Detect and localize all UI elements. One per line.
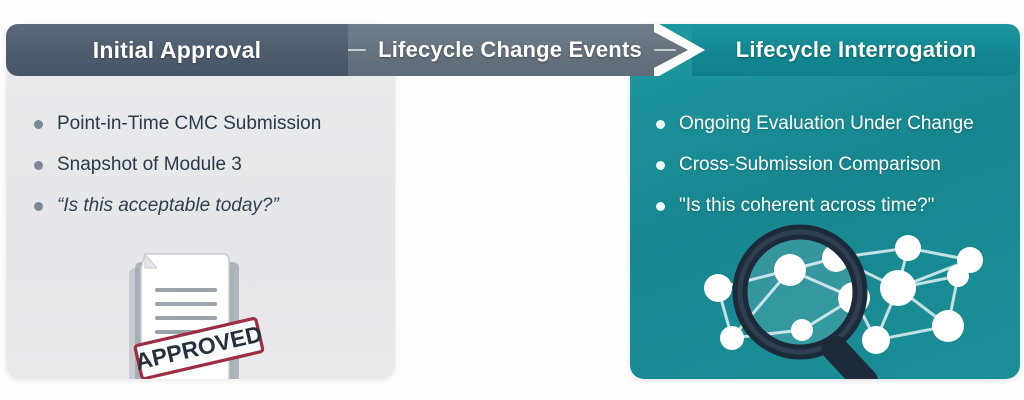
left-bullet-1-label: Point-in-Time CMC Submission bbox=[57, 113, 322, 134]
left-bullet-3-label: “Is this acceptable today?” bbox=[57, 195, 279, 216]
left-bullet-2-label: Snapshot of Module 3 bbox=[57, 154, 242, 175]
bullet-dot-icon bbox=[34, 120, 43, 129]
list-item: Ongoing Evaluation Under Change bbox=[656, 112, 1011, 136]
bullet-dot-icon bbox=[656, 161, 665, 170]
dash-left-icon bbox=[344, 49, 366, 51]
process-header-band: Initial Approval Lifecycle Change Events… bbox=[0, 24, 1024, 76]
list-item: “Is this acceptable today?” bbox=[34, 194, 379, 218]
right-bullet-list: Ongoing Evaluation Under Change Cross-Su… bbox=[656, 112, 1011, 235]
header-initial-approval: Initial Approval bbox=[6, 24, 348, 76]
magnifier-icon bbox=[732, 224, 879, 379]
right-bullet-2-label: Cross-Submission Comparison bbox=[679, 154, 941, 175]
list-item: Point-in-Time CMC Submission bbox=[34, 112, 379, 136]
header-lifecycle-interrogation: Lifecycle Interrogation bbox=[692, 24, 1020, 76]
bullet-dot-icon bbox=[34, 202, 43, 211]
left-bullet-list: Point-in-Time CMC Submission Snapshot of… bbox=[34, 112, 379, 235]
list-item: "Is this coherent across time?" bbox=[656, 194, 1011, 218]
left-panel-initial-approval: Point-in-Time CMC Submission Snapshot of… bbox=[6, 24, 395, 379]
right-bullet-3-label: "Is this coherent across time?" bbox=[679, 195, 935, 216]
network-magnifier-icon bbox=[704, 224, 983, 379]
dash-right-icon bbox=[654, 49, 676, 51]
list-item: Snapshot of Module 3 bbox=[34, 153, 379, 177]
approved-document-icon: APPROVED bbox=[129, 252, 265, 379]
middle-arrow-label: Lifecycle Change Events bbox=[378, 37, 642, 62]
header-lifecycle-change-events: Lifecycle Change Events bbox=[348, 24, 700, 76]
bullet-dot-icon bbox=[656, 202, 665, 211]
right-bullet-1-label: Ongoing Evaluation Under Change bbox=[679, 113, 974, 134]
right-panel-lifecycle-interrogation: Ongoing Evaluation Under Change Cross-Su… bbox=[630, 24, 1020, 379]
right-header-title: Lifecycle Interrogation bbox=[735, 37, 977, 62]
bullet-dot-icon bbox=[656, 120, 665, 129]
list-item: Cross-Submission Comparison bbox=[656, 153, 1011, 177]
bullet-dot-icon bbox=[34, 161, 43, 170]
left-header-title: Initial Approval bbox=[92, 36, 262, 63]
